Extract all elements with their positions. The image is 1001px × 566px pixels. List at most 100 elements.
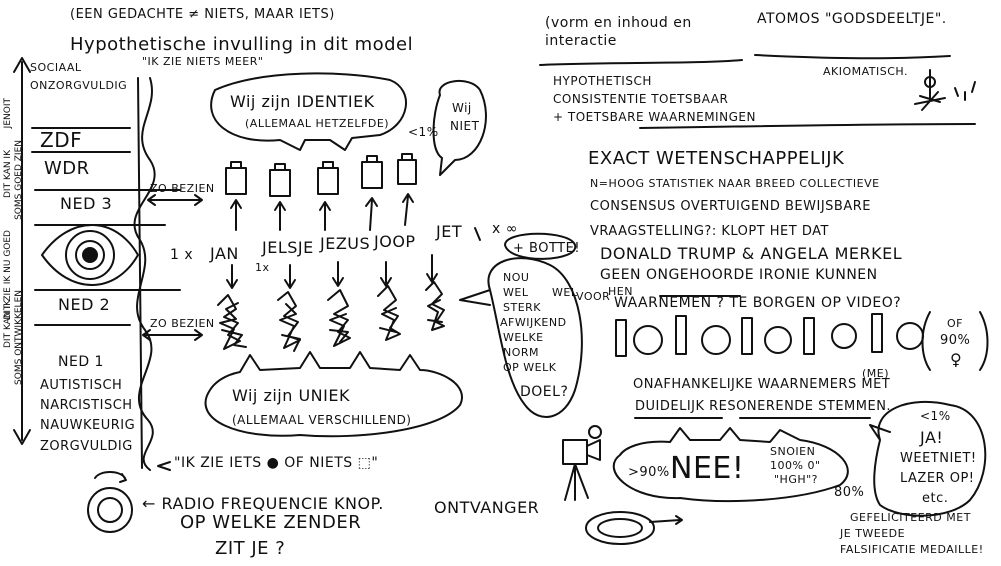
side-text-mid-1: DIT KAN IK: [3, 150, 13, 198]
right-line-5: GEEN ONGEHOORDE IRONIE KUNNEN: [600, 267, 878, 283]
lt-1-pct: <1%: [920, 409, 951, 423]
hgh-text: "HGH"?: [774, 473, 819, 486]
medal-line-1: GEFELICITEERD MET: [850, 511, 971, 524]
pct-80-text: 80%: [834, 485, 865, 500]
onafhankelijke-text: ONAFHANKELIJKE WAARNEMERS MET: [633, 377, 891, 392]
right-line-6: WAARNEMEN ? TE BORGEN OP VIDEO?: [614, 295, 902, 311]
voor-label: VOOR: [576, 290, 611, 303]
name-jan: JAN: [210, 244, 239, 263]
left-divider-line: [137, 77, 143, 469]
sociaal-label: SOCIAAL: [30, 61, 82, 74]
name-jelsje: JELSJE: [262, 238, 314, 257]
ja-bubble-shape: [869, 400, 987, 517]
figures-unique: [217, 281, 445, 352]
section-divider: [639, 123, 976, 129]
botte-bubble-shape: [504, 232, 577, 260]
duidelijk-text: DUIDELIJK RESONERENDE STEMMEN.: [635, 399, 892, 414]
quote-niets-meer: "IK ZIE NIETS MEER": [142, 55, 264, 68]
me-label: (ME): [862, 367, 890, 380]
niet-bubble-pct: <1%: [408, 125, 439, 139]
zo-bezien-arrow-top: [147, 194, 203, 206]
right-line-1: N=HOOG STATISTIEK NAAR BREED COLLECTIEVE: [590, 177, 880, 190]
ja-text: JA!: [920, 428, 944, 447]
right-line-4: DONALD TRUMP & ANGELA MERKEL: [600, 244, 903, 263]
pct-100-text: 100% 0": [770, 459, 821, 472]
medal-line-3: FALSIFICATIE MEDAILLE!: [840, 543, 984, 556]
quote-iets-niets: "IK ZIE IETS ● OF NIETS ⬚": [174, 455, 379, 471]
quote-arrow: [157, 461, 171, 471]
welke-text: WELKE: [503, 331, 544, 344]
identiek-bubble-shape: [210, 72, 407, 151]
autistisch-label: AUTISTISCH: [40, 378, 123, 393]
wdr-label: WDR: [44, 158, 90, 179]
scale-arrow-up: [13, 57, 31, 73]
lazer-op-text: LAZER OP!: [900, 471, 975, 486]
wavy-line: [133, 77, 156, 471]
side-text-low-2: SOMS ONTWIKKELEN: [14, 290, 24, 385]
medal-line-2: JE TWEEDE: [840, 527, 906, 540]
etc-text: etc.: [922, 491, 949, 506]
camera-tripod: [562, 425, 602, 501]
ned2-label: NED 2: [58, 295, 111, 314]
factor-label: 1 x: [170, 247, 194, 263]
zo-bezien-arrow-bottom: [142, 329, 203, 341]
snoien-text: SNOIEN: [770, 445, 816, 458]
afwijkend-text: AFWIJKEND: [500, 316, 567, 329]
niet-bubble-shape: [432, 79, 487, 176]
atomos-text: ATOMOS "GODSDEELTJE".: [757, 11, 947, 27]
niet-bubble-niet: NIET: [450, 119, 480, 133]
pct-90-label: 90%: [940, 333, 971, 348]
niet-bubble-wij: Wij: [452, 101, 472, 115]
welke-zender-text: OP WELKE ZENDER: [180, 512, 362, 533]
header-line-1: (EEN GEDACHTE ≠ NIETS, MAAR IETS): [70, 7, 335, 22]
onzorgvuldig-label: ONZORGVULDIG: [30, 79, 128, 92]
uniek-text: Wij zijn UNIEK: [232, 386, 350, 405]
wel-label: WEL: [552, 286, 578, 299]
x-inf-mark: [474, 227, 481, 241]
botte-text: + BOTTE!: [513, 241, 581, 256]
hen-label: HEN: [608, 285, 633, 298]
zo-bezien-bottom: ZO BEZIEN: [150, 317, 215, 330]
doel-text: DOEL?: [520, 384, 569, 400]
zo-bezien-top: ZO BEZIEN: [150, 182, 215, 195]
uniek-bubble-shape: [204, 351, 463, 438]
x-infinity: x ∞: [492, 221, 518, 237]
eye-drawing: [41, 224, 139, 286]
zdf-label: ZDF: [40, 128, 83, 152]
header-underline: [539, 59, 743, 66]
ned3-label: NED 3: [60, 194, 113, 213]
norm-text: NORM: [503, 346, 540, 359]
radio-knob: [87, 471, 133, 533]
scale-arrow-down: [13, 429, 31, 445]
side-text-low-1: DIT KAN IK: [3, 300, 13, 348]
consistentie-text: CONSISTENTIE TOETSBAAR: [553, 92, 729, 106]
medal-drawing: [585, 511, 683, 545]
name-jezus: JEZUS: [320, 234, 371, 253]
hypothetisch-text: HYPOTHETISCH: [553, 74, 652, 88]
vorm-inhoud-text: (vorm en inhoud en interactie: [545, 15, 692, 50]
atom-sketch: [914, 69, 976, 111]
toetsbare-text: + TOETSBARE WAARNEMINGEN: [553, 110, 756, 124]
identiek-subtext: (ALLEMAAL HETZELFDE): [245, 117, 390, 130]
uniek-subtext: (ALLEMAAL VERSCHILLEND): [232, 413, 412, 427]
mult-1x: 1x: [255, 261, 270, 274]
venus-symbol: ♀: [950, 350, 963, 369]
header-line-2: Hypothetische invulling in dit model: [70, 34, 414, 55]
exact-wetenschappelijk: EXACT WETENSCHAPPELIJK: [588, 148, 845, 169]
zit-je-text: ZIT JE ?: [215, 538, 286, 559]
faces-row: [615, 311, 989, 371]
figures-identical: [225, 153, 417, 197]
op-welk-text: OP WELK: [503, 361, 557, 374]
narcistisch-label: NARCISTISCH: [40, 398, 133, 413]
weetniet-text: WEETNIET!: [900, 451, 977, 466]
ontvanger-text: ONTVANGER: [434, 498, 540, 517]
arrows-down: [226, 254, 438, 289]
gt-90-pct: >90%: [628, 465, 670, 480]
right-line-3: VRAAGSTELLING?: KLOPT HET DAT: [590, 224, 829, 239]
nauwkeurig-label: NAUWKEURIG: [40, 418, 136, 433]
aksiomatisch-text: AKIOMATISCH.: [823, 65, 909, 78]
name-jet: JET: [436, 222, 463, 241]
ned2-box: [34, 289, 181, 326]
ned1-label: NED 1: [58, 354, 104, 370]
zorgvuldig-label: ZORGVULDIG: [40, 439, 133, 454]
